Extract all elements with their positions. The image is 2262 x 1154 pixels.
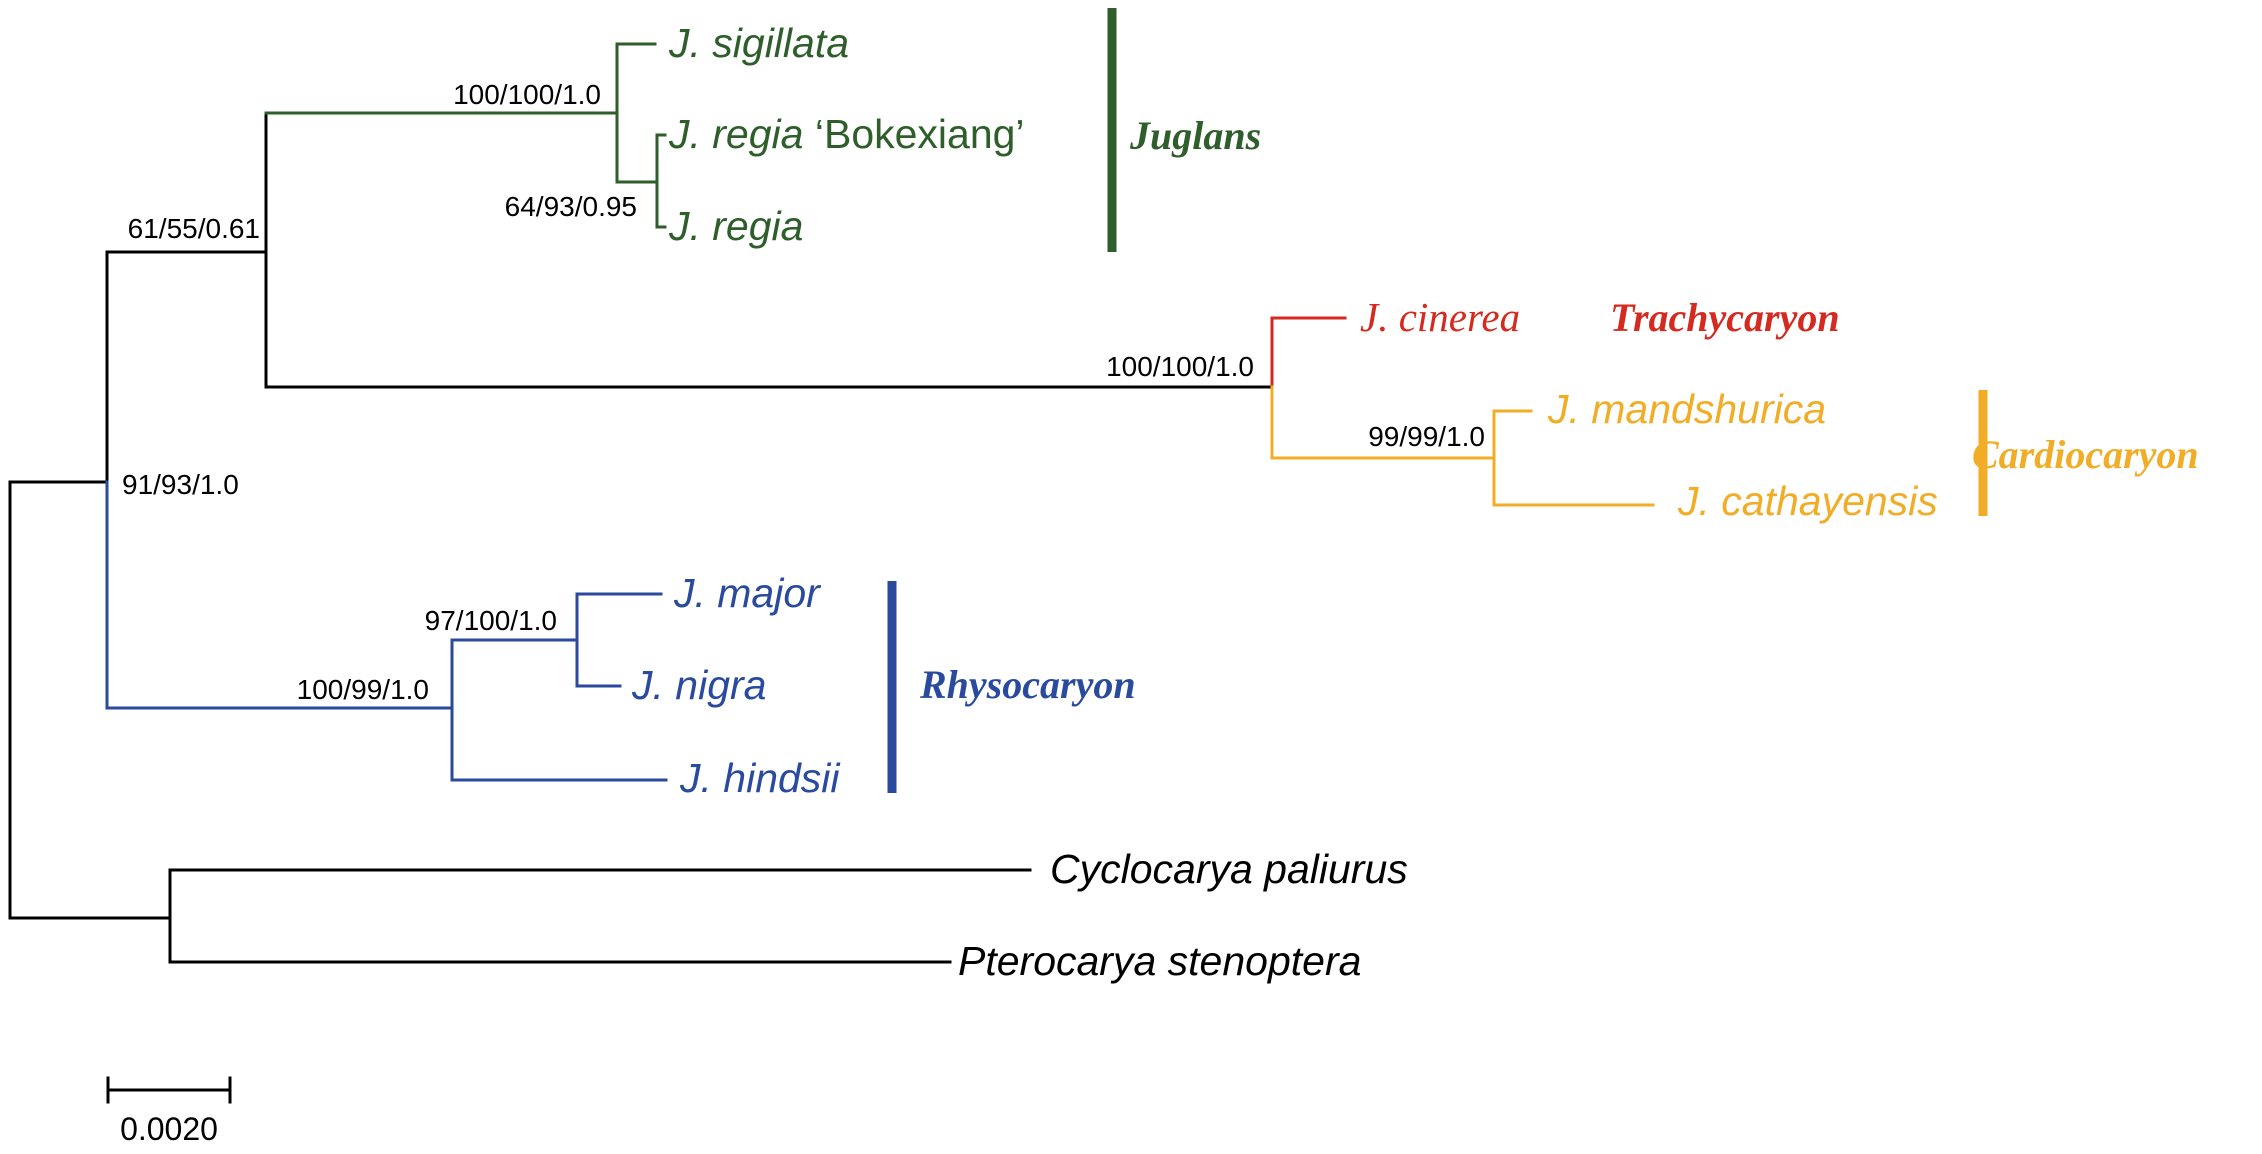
taxon-j-regia-bokexiang-cultivar: ‘Bokexiang’ <box>815 111 1025 157</box>
taxon-j-cinerea: J. cinerea <box>1360 294 1520 340</box>
taxon-j-nigra: J. nigra <box>631 662 766 708</box>
cardiocaryon-branches <box>1270 385 1655 507</box>
support-major-nigra: 97/100/1.0 <box>425 605 557 636</box>
trachycaryon-branches <box>1270 316 1347 389</box>
scale-bar: 0.0020 <box>106 1076 232 1147</box>
clade-label-rhysocaryon: Rhysocaryon <box>919 662 1136 707</box>
support-regia-pair: 64/93/0.95 <box>505 191 637 222</box>
taxon-j-regia-bokexiang-species: J. regia <box>668 111 803 157</box>
scale-bar-label: 0.0020 <box>120 1111 218 1147</box>
taxon-j-sigillata: J. sigillata <box>668 20 849 66</box>
major-nigra-branch <box>575 592 663 688</box>
cardiocaryon-crown-branch <box>1492 409 1655 507</box>
taxon-j-mandshurica: J. mandshurica <box>1547 386 1826 432</box>
support-juglans-clade: 100/100/1.0 <box>453 79 601 110</box>
taxon-j-cathayensis: J. cathayensis <box>1677 478 1938 524</box>
taxon-j-regia: J. regia <box>668 203 803 249</box>
taxon-pterocarya-stenoptera: Pterocarya stenoptera <box>958 938 1361 984</box>
node-61-branches <box>264 111 1274 389</box>
juglans-genus-upper-branch <box>105 250 268 484</box>
taxon-j-regia-bokexiang: J. regia ‘Bokexiang’ <box>668 111 1025 157</box>
root-branch <box>8 480 172 920</box>
rhysocaryon-branches <box>105 480 668 782</box>
cardiocaryon-stem-branch <box>1270 385 1496 460</box>
juglans-crown-branch <box>615 42 659 184</box>
backbone-branches <box>8 111 1274 964</box>
taxon-cyclocarya-paliurus: Cyclocarya paliurus <box>1050 846 1408 892</box>
clade-label-trachycaryon: Trachycaryon <box>1610 295 1840 340</box>
regia-pair-branch <box>655 133 667 229</box>
support-cardiocaryon-clade: 99/99/1.0 <box>1368 421 1485 452</box>
rhysocaryon-crown-branch <box>450 638 668 782</box>
scale-bar-line <box>106 1076 232 1104</box>
outgroup-branches <box>168 868 1032 964</box>
clade-label-cardiocaryon: Cardiocaryon <box>1972 432 2199 477</box>
taxon-j-major: J. major <box>673 570 822 616</box>
clade-label-juglans: Juglans <box>1129 113 1261 158</box>
support-trachy-cardio: 100/100/1.0 <box>1106 351 1254 382</box>
cinerea-branch <box>1270 316 1347 389</box>
rhysocaryon-stem-branch <box>105 480 454 710</box>
support-juglans-genus: 91/93/1.0 <box>122 469 239 500</box>
juglans-branches <box>264 42 667 229</box>
taxon-j-hindsii: J. hindsii <box>679 755 841 801</box>
support-rhysocaryon-clade: 100/99/1.0 <box>297 674 429 705</box>
support-juglans-trachy-cardio: 61/55/0.61 <box>128 213 260 244</box>
